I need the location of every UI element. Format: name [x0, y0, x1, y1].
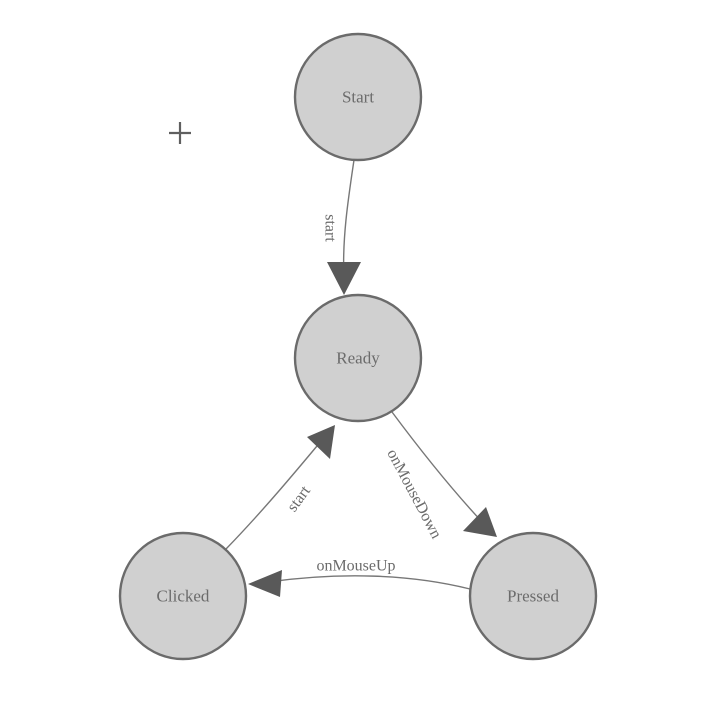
edge-label: onMouseUp: [316, 558, 395, 575]
edge-label: onMouseDown: [383, 446, 444, 541]
edge-clicked-to-ready[interactable]: start: [225, 425, 335, 550]
edge-label: start: [322, 214, 339, 242]
plus-marker-icon: [169, 122, 191, 144]
node-pressed[interactable]: Pressed: [468, 531, 598, 661]
node-circle[interactable]: [293, 293, 423, 423]
node-label: Clicked: [157, 587, 210, 606]
edge-label: start: [284, 482, 314, 515]
node-circle[interactable]: [293, 32, 423, 162]
node-ready[interactable]: Ready: [293, 293, 423, 423]
node-label: Ready: [336, 349, 380, 368]
markers-layer: [169, 122, 191, 144]
node-clicked[interactable]: Clicked: [118, 531, 248, 661]
node-label: Start: [342, 88, 374, 107]
node-circle[interactable]: [118, 531, 248, 661]
node-start[interactable]: Start: [293, 32, 423, 162]
arrowhead-icon: [463, 507, 497, 537]
edge-ready-to-pressed[interactable]: onMouseDown: [383, 411, 497, 542]
edge-line: [267, 575, 471, 590]
node-circle[interactable]: [468, 531, 598, 661]
edge-line: [225, 439, 323, 550]
arrowhead-icon: [248, 570, 282, 597]
arrowhead-icon: [307, 425, 335, 459]
edge-line: [342, 159, 355, 279]
edge-pressed-to-clicked[interactable]: onMouseUp: [248, 558, 471, 598]
arrowhead-icon: [327, 262, 361, 295]
edge-start-to-ready[interactable]: start: [322, 159, 362, 295]
node-label: Pressed: [507, 587, 559, 606]
edge-line: [391, 411, 485, 525]
